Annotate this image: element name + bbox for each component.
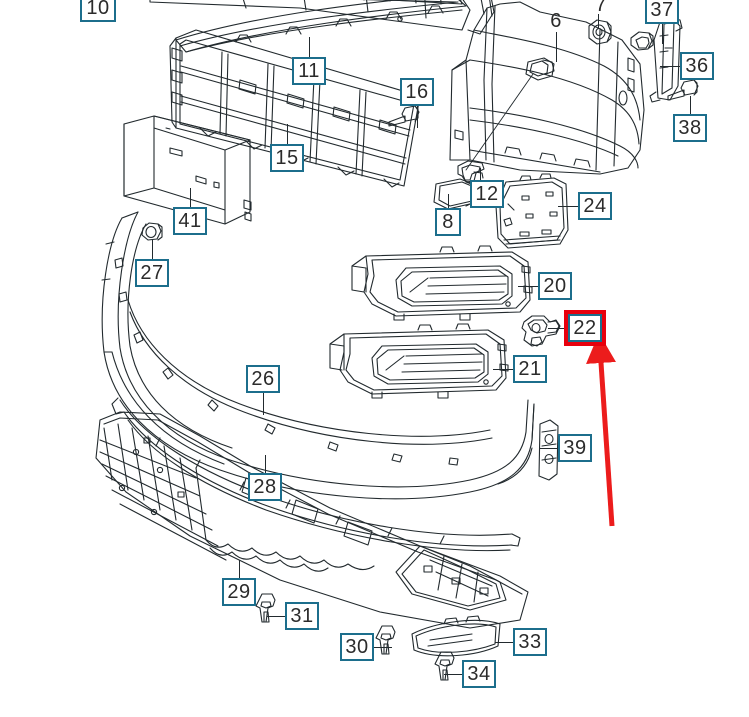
- part-splash-shield: [411, 615, 501, 657]
- callout-number: 34: [467, 663, 491, 685]
- callout-30[interactable]: 30: [340, 633, 374, 661]
- part-tow-hook-latch: [457, 160, 485, 183]
- callout-number: 37: [650, 0, 674, 21]
- callout-leader-26: [263, 393, 264, 415]
- callout-leader-11: [309, 37, 310, 57]
- callout-22[interactable]: 22: [564, 310, 606, 346]
- callout-41[interactable]: 41: [173, 207, 207, 235]
- part-bumper-clip: [141, 222, 163, 241]
- callout-33[interactable]: 33: [513, 628, 547, 656]
- callout-21[interactable]: 21: [513, 355, 547, 383]
- part-under-tray-bolt-a: [375, 625, 396, 655]
- callout-number: 8: [442, 211, 454, 233]
- callout-39[interactable]: 39: [558, 434, 592, 462]
- callout-leader-12: [480, 168, 481, 182]
- part-wheel-arch-liner: [495, 173, 569, 249]
- callout-number: 10: [86, 0, 110, 19]
- callout-number: 15: [275, 147, 299, 169]
- callout-11[interactable]: 11: [292, 57, 326, 85]
- callout-number: 39: [563, 437, 587, 459]
- callout-27[interactable]: 27: [135, 259, 169, 287]
- callout-number: 36: [685, 55, 709, 77]
- callout-leader-39: [540, 448, 558, 449]
- callout-number: 31: [290, 605, 314, 627]
- part-fog-lamp-bracket: [521, 315, 561, 347]
- callout-leader-37: [662, 24, 663, 44]
- callout-number: 41: [178, 210, 202, 232]
- callout-leader-24: [558, 206, 578, 207]
- callout-20[interactable]: 20: [538, 272, 572, 300]
- callout-number: 38: [678, 117, 702, 139]
- callout-number: 6: [550, 10, 562, 32]
- callout-number: 29: [227, 581, 251, 603]
- part-under-tray-front: [95, 411, 529, 629]
- callout-7[interactable]: 7: [592, 0, 610, 16]
- callout-37[interactable]: 37: [645, 0, 679, 24]
- part-fog-lamp-bezel-right: [329, 323, 509, 399]
- callout-10[interactable]: 10: [80, 0, 116, 22]
- part-guide-rail-bolt: [667, 79, 699, 101]
- part-side-retainer: [538, 419, 559, 481]
- callout-number: 22: [573, 317, 597, 339]
- callout-leader-22: [548, 328, 568, 329]
- callout-leader-21: [493, 369, 513, 370]
- part-air-deflector-panel: [123, 115, 252, 225]
- callout-36[interactable]: 36: [680, 52, 714, 80]
- callout-12[interactable]: 12: [470, 180, 504, 208]
- callout-leader-6: [556, 32, 557, 62]
- callout-28[interactable]: 28: [248, 473, 282, 501]
- callout-38[interactable]: 38: [673, 114, 707, 142]
- callout-29[interactable]: 29: [222, 578, 256, 606]
- callout-leader-27: [152, 240, 153, 259]
- part-fog-lamp-bezel-left: [351, 245, 533, 321]
- callout-leader-7: [598, 14, 599, 28]
- callout-number: 30: [345, 636, 369, 658]
- callout-leader-34: [444, 674, 462, 675]
- callout-leader-30: [374, 647, 392, 648]
- callout-16[interactable]: 16: [400, 78, 434, 106]
- callout-leader-33: [495, 642, 513, 643]
- callout-leader-16: [417, 106, 418, 128]
- callout-number: 20: [543, 275, 567, 297]
- callout-number: 16: [405, 81, 429, 103]
- part-upper-grille-molding: [175, 0, 467, 53]
- callout-leader-41: [190, 188, 191, 207]
- part-under-tray-bolt-b: [255, 593, 276, 623]
- callout-leader-8: [448, 194, 449, 208]
- part-splash-shield-bolt: [434, 651, 455, 681]
- callout-leader-29: [239, 560, 240, 578]
- part-grille-mesh: [363, 0, 463, 5]
- part-grille-screw: [388, 105, 420, 127]
- part-grille-support-bracket: [169, 29, 421, 188]
- callout-number: 26: [251, 368, 275, 390]
- callout-6[interactable]: 6: [545, 10, 567, 32]
- callout-number: 7: [595, 0, 607, 16]
- callout-15[interactable]: 15: [270, 144, 304, 172]
- callout-leader-38: [690, 96, 691, 114]
- callout-number: 28: [253, 476, 277, 498]
- callout-leader-20: [518, 286, 538, 287]
- part-lower-bumper-valance: [101, 211, 535, 500]
- callout-number: 12: [475, 183, 499, 205]
- callout-34[interactable]: 34: [462, 660, 496, 688]
- callout-number: 11: [298, 60, 320, 82]
- callout-number: 21: [518, 358, 542, 380]
- callout-leader-28: [265, 455, 266, 473]
- callout-leader-36: [660, 66, 680, 67]
- callout-number: 33: [518, 631, 542, 653]
- part-bracket-clip: [630, 31, 654, 51]
- callout-number: 24: [583, 195, 607, 217]
- callout-24[interactable]: 24: [578, 192, 612, 220]
- callout-8[interactable]: 8: [435, 208, 461, 236]
- callout-leader-15: [287, 124, 288, 144]
- callout-leader-31: [267, 616, 285, 617]
- part-bumper-cover-corner: [449, 1, 645, 175]
- callout-number: 27: [140, 262, 164, 284]
- callout-31[interactable]: 31: [285, 602, 319, 630]
- callout-26[interactable]: 26: [246, 365, 280, 393]
